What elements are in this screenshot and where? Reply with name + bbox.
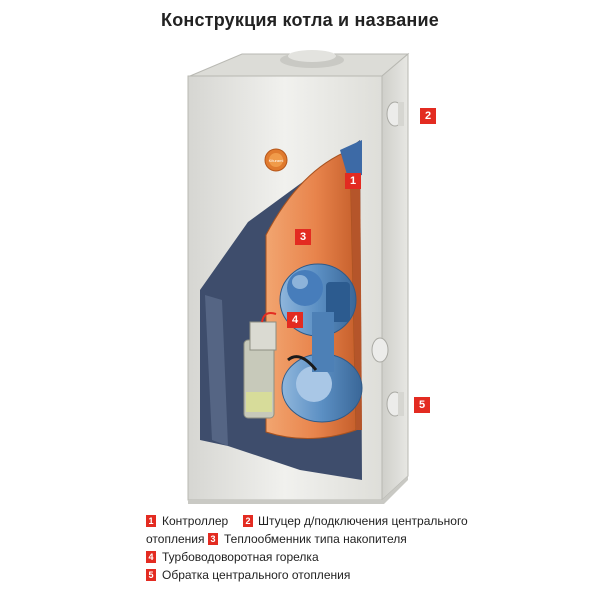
legend-5-label: Обратка центрального отопления	[162, 568, 350, 582]
legend-4-badge: 4	[146, 551, 156, 563]
legend-2-label: Штуцер д/подключения центрального	[258, 514, 468, 528]
legend-1-label: Контроллер	[162, 514, 228, 528]
legend-3-badge: 3	[208, 533, 218, 545]
legend-3-label: Теплообменник типа накопителя	[224, 532, 407, 546]
legend-1-badge: 1	[146, 515, 156, 527]
legend-4-label: Турбоводоворотная горелка	[162, 550, 319, 564]
legend-2-badge: 2	[243, 515, 253, 527]
legend-2-continuation: отопления	[146, 532, 204, 546]
legend-5-badge: 5	[146, 569, 156, 581]
